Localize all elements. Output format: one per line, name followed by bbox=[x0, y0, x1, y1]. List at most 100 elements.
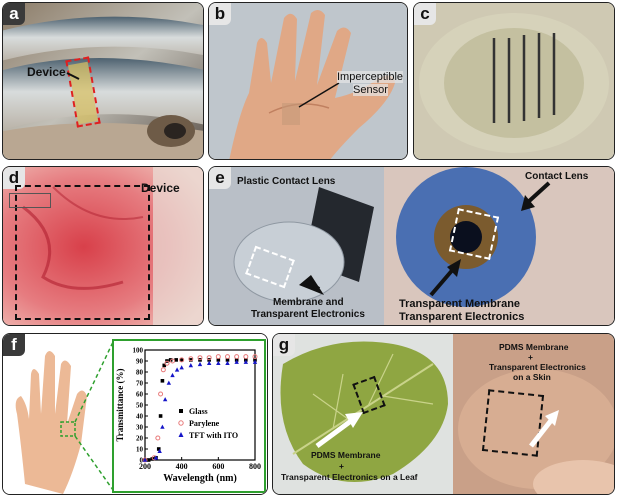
leaf-label-line2: + bbox=[339, 461, 344, 471]
data-point-parylene bbox=[188, 356, 194, 362]
panel-d: d Device bbox=[2, 166, 204, 326]
data-point-tft-ito bbox=[243, 359, 249, 364]
data-point-tft-ito bbox=[179, 365, 184, 370]
sensor-label-line1: Imperceptible bbox=[337, 71, 404, 83]
hand-illustration bbox=[3, 334, 267, 494]
data-point-parylene bbox=[155, 435, 161, 441]
data-point-glass bbox=[160, 379, 165, 383]
data-point-parylene bbox=[206, 355, 212, 361]
inset-box bbox=[9, 193, 51, 208]
device-outline bbox=[15, 185, 150, 320]
data-point-parylene bbox=[160, 367, 166, 373]
y-tick-label: 20 bbox=[136, 435, 144, 443]
data-point-glass bbox=[216, 358, 221, 362]
data-point-tft-ito bbox=[166, 380, 172, 385]
y-tick-label: 40 bbox=[136, 413, 144, 421]
skin-label-line3: Transparent Electronics bbox=[489, 362, 586, 372]
panel-a: a Device bbox=[2, 2, 204, 160]
transparent-label-line2: Transparent Electronics bbox=[399, 311, 525, 323]
membrane-label-line1: Membrane and bbox=[273, 297, 344, 308]
panel-e: e Plastic Contact Lens Membrane and Tran… bbox=[208, 166, 615, 326]
data-point-tft-ito bbox=[153, 455, 159, 460]
x-tick-label: 400 bbox=[176, 462, 188, 471]
device-label: Device bbox=[27, 65, 66, 79]
sensor-label-line2: Sensor bbox=[353, 84, 388, 96]
contact-lens-label: Contact Lens bbox=[525, 171, 589, 182]
device-label: Device bbox=[141, 181, 180, 195]
leaf-skin-photos bbox=[273, 334, 614, 494]
data-point-tft-ito bbox=[234, 359, 239, 364]
x-tick-label: 800 bbox=[249, 462, 261, 471]
legend-label: TFT with ITO bbox=[189, 431, 238, 440]
fish-photo bbox=[3, 3, 203, 159]
data-point-glass bbox=[174, 358, 178, 362]
legend-marker-parylene bbox=[178, 420, 184, 426]
y-tick-label: 50 bbox=[136, 402, 144, 410]
membrane-label-line2: Transparent Electronics bbox=[251, 309, 365, 320]
data-point-glass bbox=[156, 447, 161, 451]
data-point-tft-ito bbox=[170, 372, 175, 378]
data-point-tft-ito bbox=[162, 397, 168, 402]
skin-label-line2: + bbox=[528, 352, 533, 362]
panel-label-b: b bbox=[209, 3, 231, 25]
panel-g: g PDMS Membrane + Transparent Electronic… bbox=[272, 333, 615, 495]
legend-label: Parylene bbox=[189, 419, 220, 428]
x-axis-label: Wavelength (nm) bbox=[163, 473, 237, 484]
y-tick-label: 70 bbox=[136, 380, 144, 388]
panel-label-f: f bbox=[3, 334, 25, 356]
skin-label-line4: on a Skin bbox=[513, 372, 551, 382]
data-point-tft-ito bbox=[142, 457, 148, 462]
y-tick-label: 90 bbox=[136, 358, 144, 366]
contact-lens-photos bbox=[209, 167, 614, 325]
data-point-glass bbox=[189, 358, 193, 362]
data-point-tft-ito bbox=[160, 424, 165, 429]
data-point-tft-ito bbox=[157, 448, 162, 453]
data-point-parylene bbox=[170, 358, 175, 364]
data-point-tft-ito bbox=[206, 360, 212, 365]
data-point-parylene bbox=[234, 354, 240, 360]
data-point-glass bbox=[162, 363, 167, 368]
y-tick-label: 10 bbox=[136, 446, 144, 454]
y-tick-label: 100 bbox=[133, 347, 144, 355]
data-point-tft-ito bbox=[174, 367, 180, 372]
data-point-parylene bbox=[225, 354, 230, 360]
x-tick-label: 200 bbox=[139, 462, 151, 471]
data-point-parylene bbox=[243, 354, 249, 360]
y-axis-label: Transmittance (%) bbox=[115, 368, 125, 441]
data-point-tft-ito bbox=[216, 360, 221, 365]
panel-label-a: a bbox=[3, 3, 25, 25]
plot-frame bbox=[144, 349, 256, 461]
data-point-glass bbox=[225, 358, 230, 362]
leaf-label-line3: Transparent Electronics on a Leaf bbox=[281, 472, 418, 482]
data-point-glass bbox=[146, 458, 151, 462]
panel-label-c: c bbox=[414, 3, 436, 25]
panel-label-d: d bbox=[3, 167, 25, 189]
legend-marker-tft-ito bbox=[178, 432, 184, 437]
data-point-tft-ito bbox=[252, 359, 258, 364]
data-point-parylene bbox=[164, 360, 170, 366]
y-tick-label: 60 bbox=[136, 391, 144, 399]
skin-label-line1: PDMS Membrane bbox=[499, 342, 569, 352]
transparent-label-line1: Transparent Membrane bbox=[399, 298, 521, 310]
plastic-lens-label: Plastic Contact Lens bbox=[237, 176, 336, 187]
legend-marker-glass bbox=[179, 409, 183, 413]
panel-b: b Imperceptible Sensor bbox=[208, 2, 408, 160]
data-point-glass bbox=[158, 414, 163, 418]
data-point-parylene bbox=[179, 357, 185, 363]
data-point-tft-ito bbox=[197, 361, 203, 367]
data-point-tft-ito bbox=[188, 363, 194, 368]
y-tick-label: 0 bbox=[140, 457, 144, 465]
panel-c: c bbox=[413, 2, 615, 160]
data-point-parylene bbox=[252, 354, 258, 360]
data-point-parylene bbox=[158, 391, 164, 397]
data-point-parylene bbox=[197, 355, 203, 361]
legend-label: Glass bbox=[189, 407, 208, 416]
x-tick-label: 600 bbox=[212, 462, 224, 471]
tissue-photo bbox=[414, 3, 614, 159]
leaf-label-line1: PDMS Membrane bbox=[311, 450, 381, 460]
data-point-tft-ito bbox=[225, 360, 230, 365]
panel-label-e: e bbox=[209, 167, 231, 189]
panel-label-g: g bbox=[273, 334, 295, 356]
